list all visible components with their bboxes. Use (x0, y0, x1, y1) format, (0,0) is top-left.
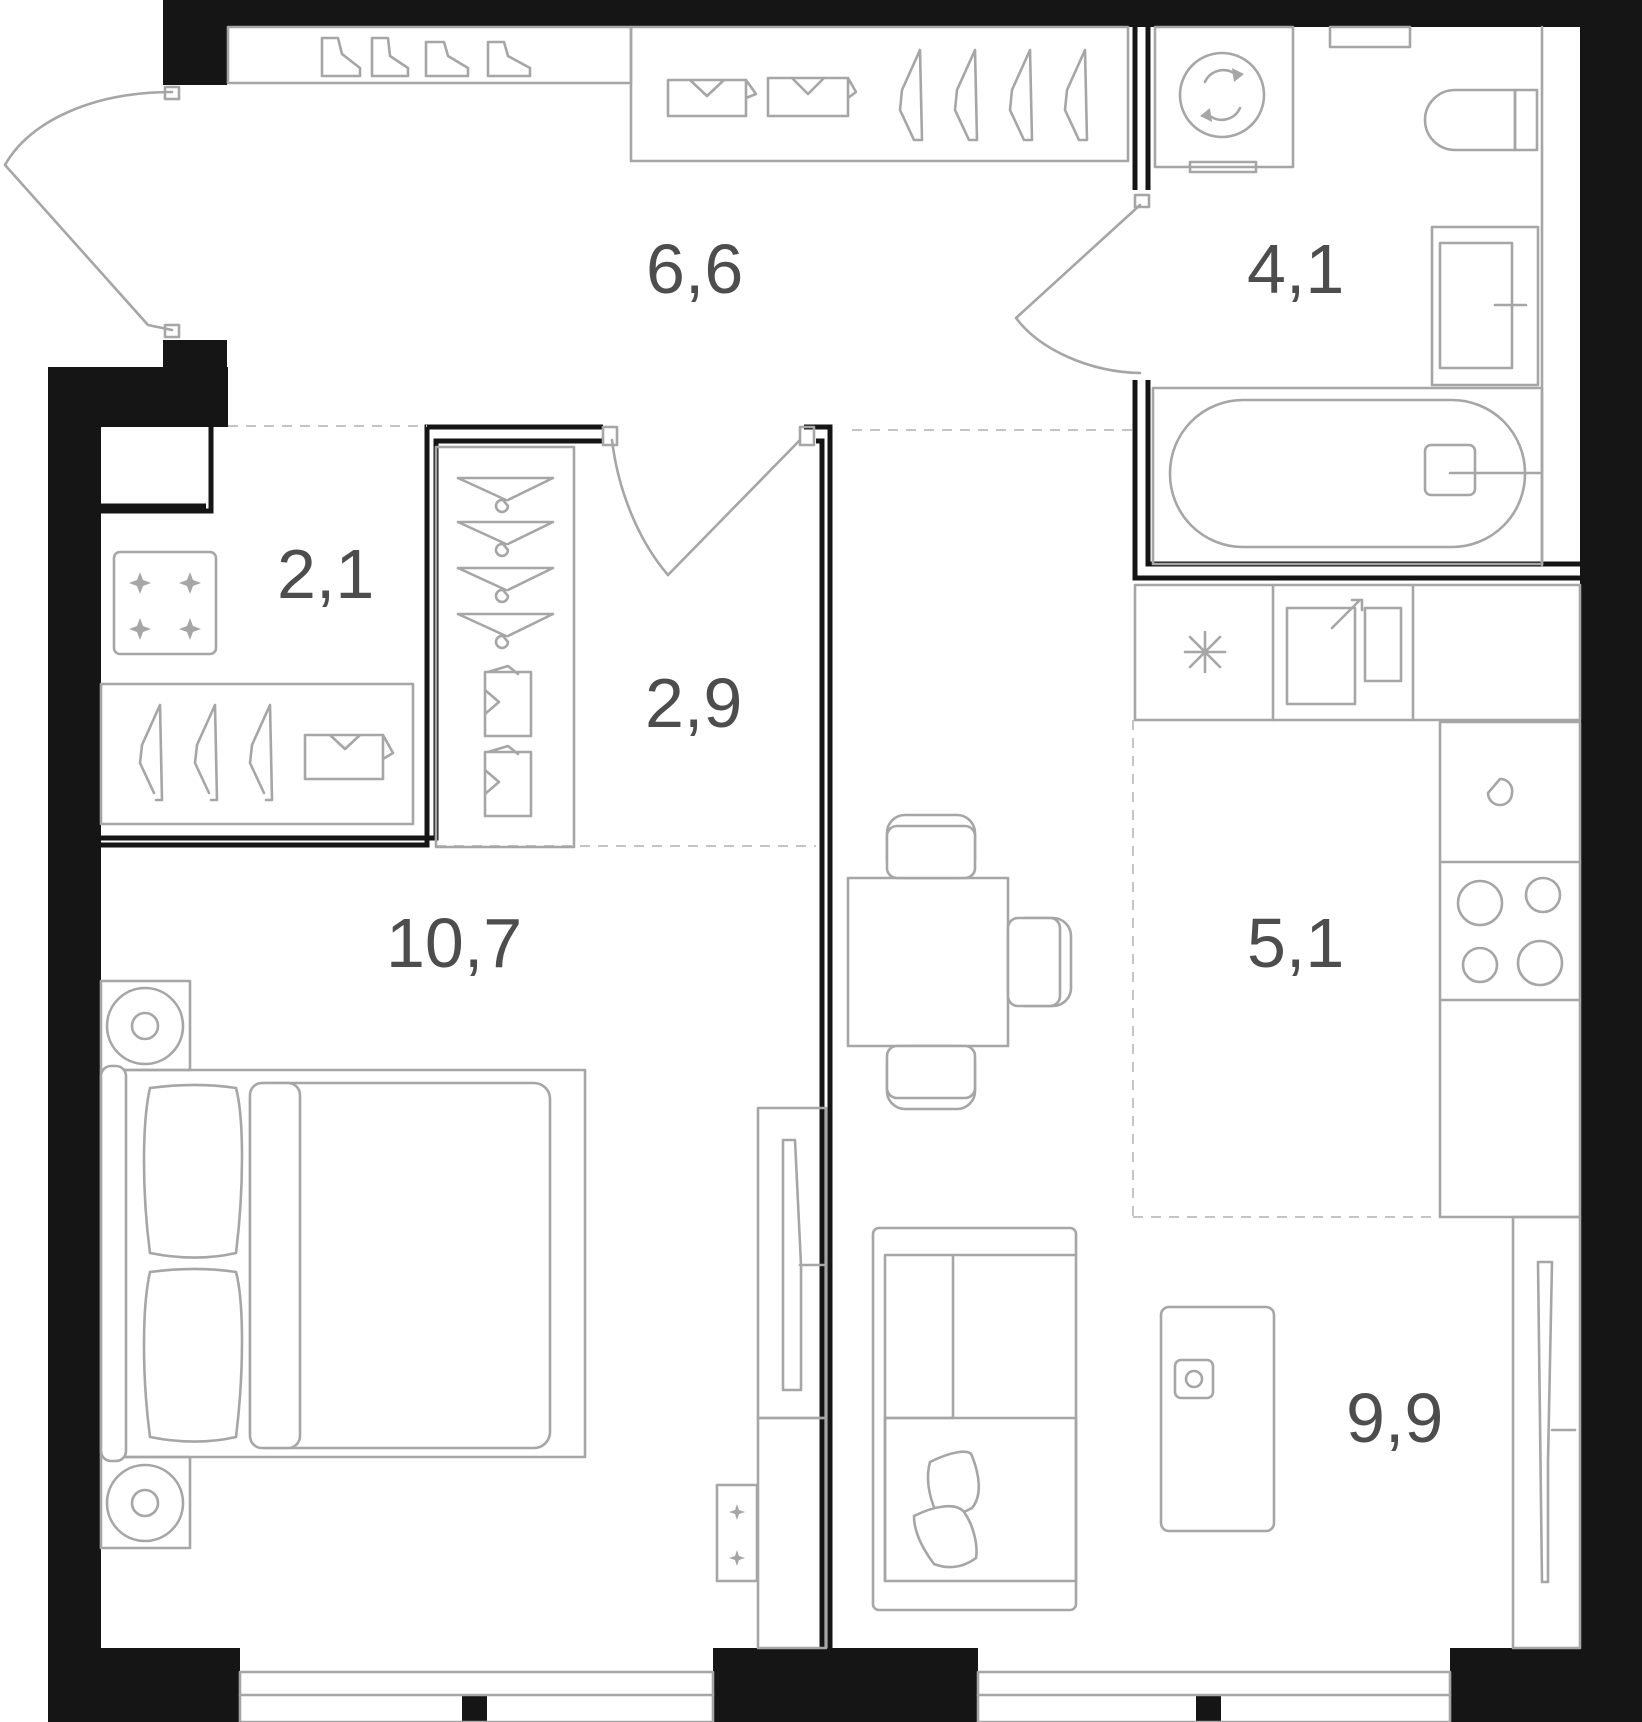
hanger-icon (456, 476, 555, 650)
wardrobe-furniture (434, 445, 576, 849)
entry-jamb-wall (163, 340, 227, 375)
living-room-area-label: 9,9 (1346, 1379, 1443, 1457)
cushion-icon (912, 1450, 981, 1569)
bedroom-living-partition-inner (816, 438, 825, 1648)
left-exterior-wall (48, 367, 101, 1722)
washing-machine (1153, 25, 1295, 169)
chair-icon (885, 813, 1073, 1111)
sink-icon (1285, 598, 1403, 706)
bedroom-window (238, 1670, 715, 1722)
windows (238, 1670, 1452, 1722)
entrance-door-hinge-2 (163, 323, 181, 339)
bottom-wall-segment-2 (462, 1695, 487, 1722)
stove-icon (1456, 876, 1564, 987)
hallway-area-label: 6,6 (646, 230, 743, 308)
water-drop-icon (1486, 777, 1514, 807)
top-left-wall-stub (163, 0, 227, 85)
bathroom-door-hinge (1133, 193, 1151, 209)
shoe-shelf (226, 25, 633, 85)
storage-wardrobe (99, 682, 415, 826)
coffee-table-icon (1159, 1305, 1276, 1533)
hanger-icon (898, 48, 1089, 142)
tv-icon (1511, 1215, 1582, 1650)
bathroom-door (1014, 203, 1142, 375)
kitchen-furniture (1133, 583, 1582, 1219)
folded-shirt-icon (483, 664, 533, 818)
sink-icon (1423, 443, 1477, 497)
power-socket-icon (715, 1483, 759, 1583)
pillow-icon (142, 1083, 244, 1443)
bed-icon (99, 1064, 587, 1463)
zone-divider-lines (228, 425, 1440, 1218)
lamp-icon (1183, 630, 1227, 674)
dining-table-icon (846, 876, 1010, 1048)
bathroom-area-label: 4,1 (1247, 230, 1344, 308)
tv-icon (756, 1106, 828, 1420)
power-socket-icon (129, 572, 201, 640)
doors (3, 85, 1151, 577)
wardrobe-door-hinge-2 (798, 425, 816, 447)
bottom-wall-segment-4 (1196, 1695, 1221, 1722)
hanger-icon (138, 703, 274, 802)
washing-machine-base (1188, 160, 1258, 174)
bedroom-area-label: 10,7 (386, 904, 522, 982)
kitchen-counter-top (1133, 583, 1582, 722)
area-labels: 6,6 4,1 2,1 2,9 10,7 5,1 9,9 (277, 230, 1443, 1457)
vent-grille (1328, 25, 1412, 49)
storage-area-label: 2,1 (277, 535, 374, 613)
hallway-wardrobe (629, 25, 1130, 163)
folded-shirt-icon (303, 733, 395, 781)
storage-wall (101, 427, 214, 514)
living-room-furniture (846, 813, 1582, 1650)
wardrobe-door-hinge (601, 425, 619, 447)
sofa-icon (871, 1226, 1078, 1612)
bottom-wall-segment-3 (713, 1648, 978, 1722)
entrance-door (3, 90, 174, 332)
wardrobe-door-leaf (666, 438, 802, 577)
bathtub-icon (1151, 386, 1544, 566)
left-wall-cap (48, 367, 228, 427)
bedroom-furniture (99, 979, 828, 1650)
bottom-wall-segment-5 (1450, 1648, 1642, 1722)
bathroom-furniture (1151, 25, 1544, 567)
top-exterior-wall (163, 0, 1642, 27)
bedroom-dresser (756, 1416, 828, 1650)
walls (48, 0, 1642, 1722)
wardrobe-area-label: 2,9 (645, 664, 742, 742)
right-exterior-wall (1580, 0, 1642, 1722)
entrance-door-hinge (163, 85, 181, 101)
hallway-furniture (226, 25, 1130, 163)
kitchen-counter-side (1438, 720, 1582, 1219)
wardrobe-door-arc (610, 438, 670, 577)
water-heater-icon (1430, 225, 1540, 387)
storage-furniture (99, 550, 415, 826)
living-room-window (976, 1670, 1452, 1722)
power-panel (112, 550, 218, 656)
walk-in-wardrobe-rack (434, 445, 576, 849)
toilet-icon (1423, 88, 1539, 152)
bottom-wall-segment-1 (48, 1648, 240, 1722)
kitchen-area-label: 5,1 (1247, 904, 1344, 982)
boot-icon (320, 36, 532, 78)
folded-shirt-icon (666, 76, 858, 118)
bathroom-wall-bottom (1132, 380, 1580, 581)
wardrobe-partition-wall (101, 424, 603, 848)
washing-machine-icon (1178, 51, 1266, 139)
